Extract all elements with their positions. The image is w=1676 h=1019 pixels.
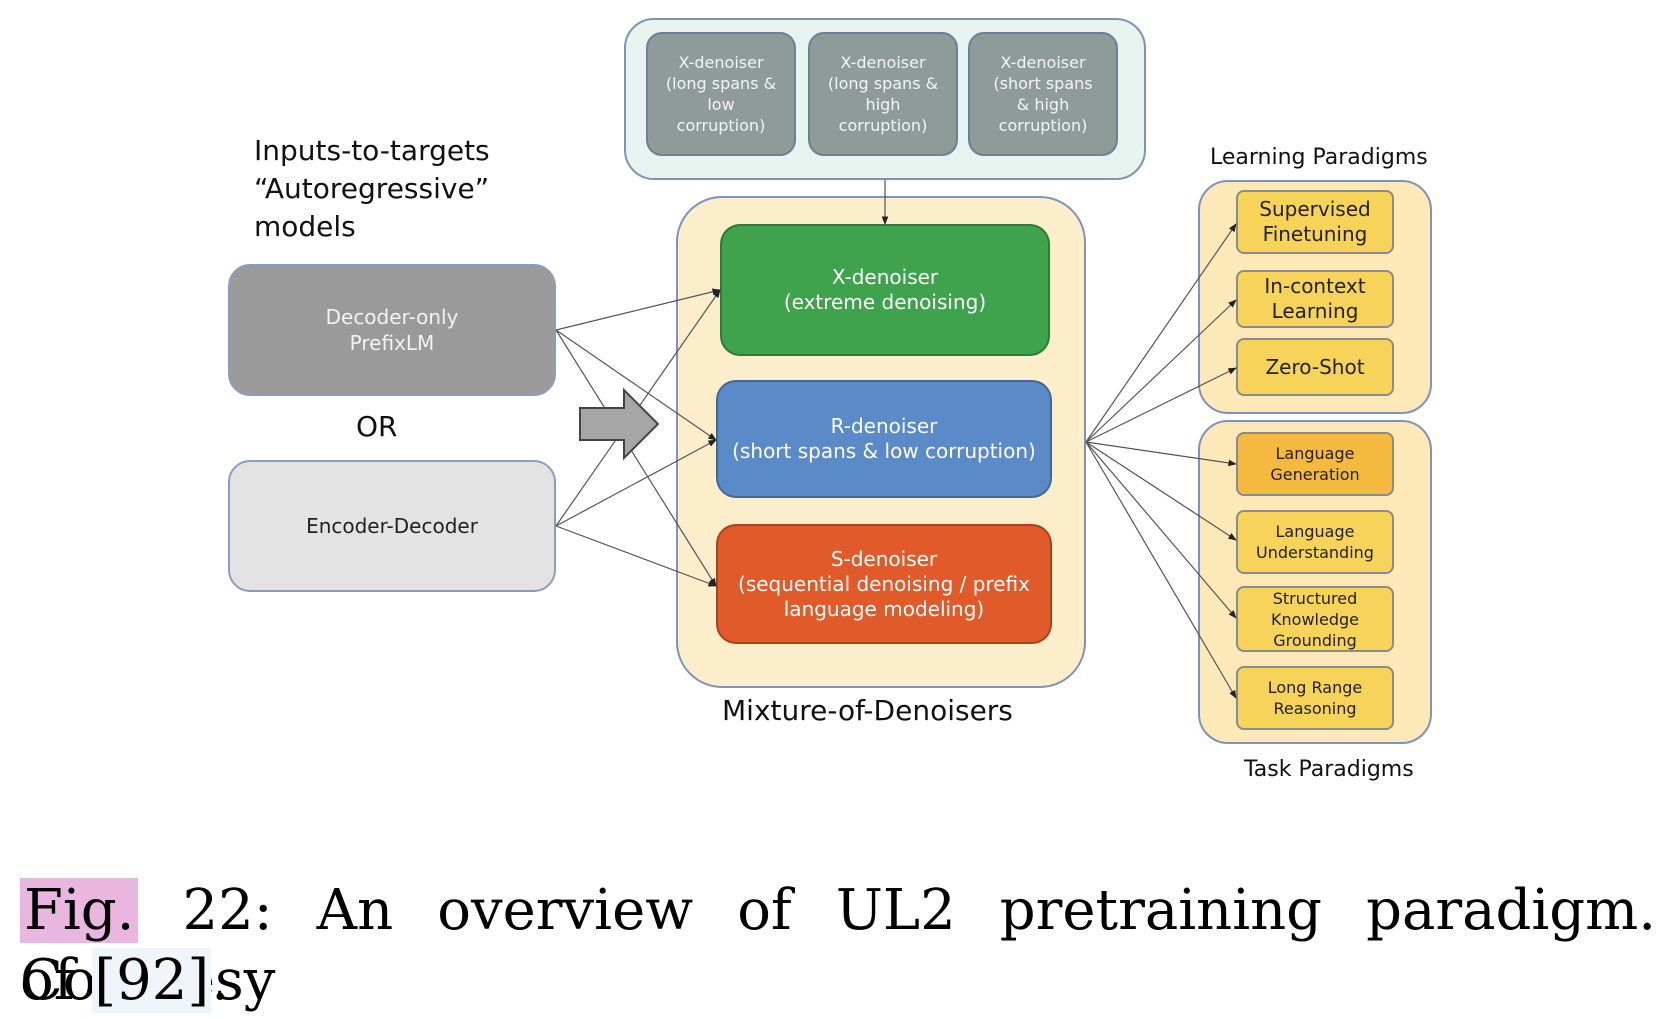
inputs-heading: Inputs-to-targets “Autoregressive” model… bbox=[254, 134, 490, 243]
x-denoiser-long-low-box: X-denoiser (long spans & low corruption) bbox=[646, 32, 796, 156]
arrow-to-in-context bbox=[1085, 299, 1237, 443]
block-arrow bbox=[579, 387, 660, 461]
structured-knowledge-grounding-box: Structured Knowledge Grounding bbox=[1236, 586, 1394, 652]
r-denoiser-box: R-denoiser (short spans & low corruption… bbox=[716, 380, 1052, 498]
arrow-enc-to-s bbox=[555, 525, 717, 587]
learning-paradigms-title: Learning Paradigms bbox=[1210, 145, 1428, 170]
x-denoiser-short-high-box: X-denoiser (short spans & high corruptio… bbox=[968, 32, 1118, 156]
arrow-to-structured bbox=[1085, 441, 1237, 619]
arrow-dec-to-s bbox=[555, 329, 717, 587]
language-understanding-box: Language Understanding bbox=[1236, 510, 1394, 574]
zero-shot-box: Zero-Shot bbox=[1236, 338, 1394, 396]
caption-of: of bbox=[20, 948, 93, 1013]
decoder-only-box: Decoder-only PrefixLM bbox=[228, 264, 556, 396]
encoder-decoder-box: Encoder-Decoder bbox=[228, 460, 556, 592]
arrow-to-supervised bbox=[1085, 223, 1237, 443]
arrow-dec-to-r bbox=[555, 329, 717, 441]
x-denoiser-long-high-box: X-denoiser (long spans & high corruption… bbox=[808, 32, 958, 156]
caption-end: . bbox=[211, 948, 230, 1013]
supervised-finetuning-box: Supervised Finetuning bbox=[1236, 190, 1394, 254]
figure-caption-line2: of [92]. bbox=[20, 946, 229, 1016]
fig-label: Fig. bbox=[20, 878, 139, 943]
or-label: OR bbox=[356, 410, 398, 443]
mixture-label: Mixture-of-Denoisers bbox=[722, 694, 1013, 727]
s-denoiser-box: S-denoiser (sequential denoising / prefi… bbox=[716, 524, 1052, 644]
arrow-dec-to-x bbox=[555, 288, 721, 331]
arrow-enc-to-r bbox=[555, 439, 717, 527]
arrow-to-zero-shot bbox=[1085, 367, 1237, 443]
arrow-to-lang-gen bbox=[1085, 441, 1237, 467]
language-generation-box: Language Generation bbox=[1236, 432, 1394, 496]
in-context-learning-box: In-context Learning bbox=[1236, 270, 1394, 328]
task-paradigms-title: Task Paradigms bbox=[1244, 757, 1414, 782]
citation-link[interactable]: [92] bbox=[92, 948, 212, 1013]
caption-text: 22: An overview of UL2 pretraining parad… bbox=[20, 878, 1656, 1013]
x-denoiser-box: X-denoiser (extreme denoising) bbox=[720, 224, 1050, 356]
long-range-reasoning-box: Long Range Reasoning bbox=[1236, 666, 1394, 730]
arrow-to-lang-und bbox=[1085, 441, 1237, 541]
arrow-to-long-range bbox=[1085, 441, 1237, 699]
figure-caption: Fig. 22: An overview of UL2 pretraining … bbox=[20, 876, 1656, 1016]
